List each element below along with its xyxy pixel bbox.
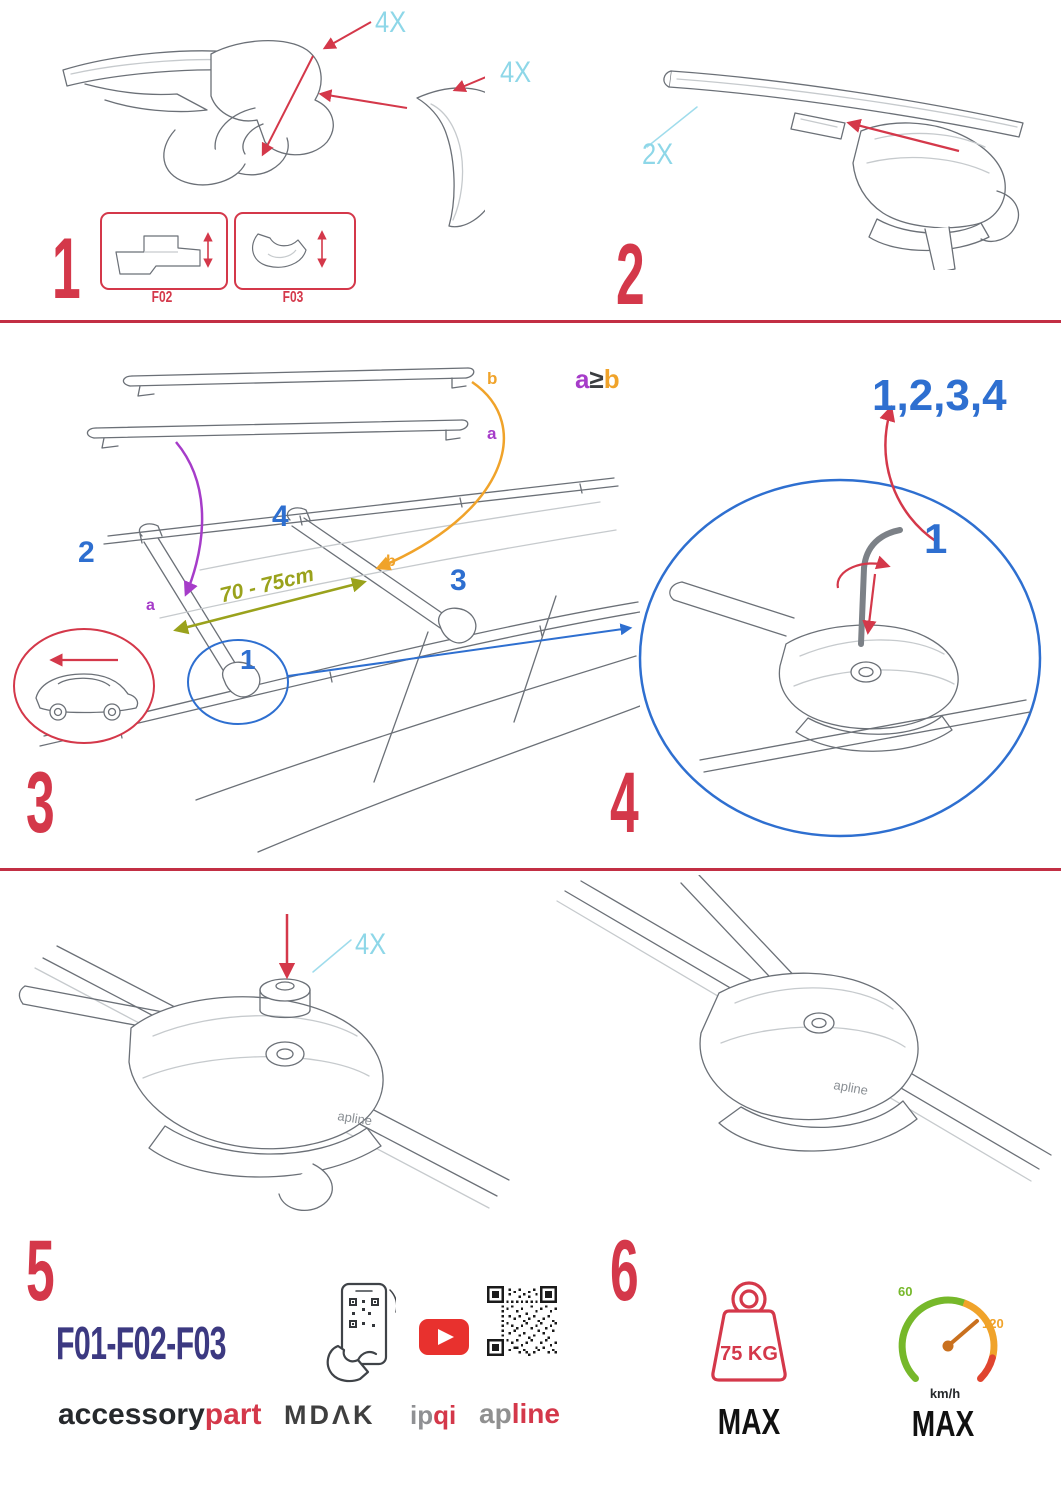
step-6-number: 6 (610, 1223, 639, 1319)
speed-unit-label: km/h (930, 1386, 960, 1401)
brand-accessory-text: accessory (58, 1398, 205, 1431)
inset-f03-label: F03 (282, 289, 304, 306)
purple-guide-curve (175, 441, 204, 597)
position-1: 1 (240, 644, 256, 675)
weight-limit-value: 75 KG (720, 1343, 778, 1365)
section-divider-top (0, 320, 1061, 323)
step-3-number: 3 (26, 755, 55, 851)
position-4: 4 (272, 500, 289, 533)
zoom-foot-bracket (778, 624, 959, 752)
brand-apline: apline (479, 1400, 560, 1428)
brand-part-text: part (204, 1398, 262, 1431)
brand-line-text: line (511, 1398, 560, 1429)
weight-limit-icon: 75 KG (711, 1281, 787, 1382)
zoom-pointer-line (287, 623, 633, 677)
step-5-number: 5 (26, 1223, 55, 1319)
sequence-start-label: 1 (924, 515, 948, 562)
step-1-number: 1 (52, 221, 81, 317)
bracket-logo-text: apline (337, 1108, 374, 1128)
brand-qi-text: qi (433, 1400, 457, 1430)
step-4-number: 4 (610, 755, 639, 851)
tighten-arrows (836, 555, 891, 635)
zoom-target-circle (187, 639, 289, 725)
bar-b-label: b (487, 369, 498, 388)
distance-arrow (173, 577, 367, 635)
step1-red-arrows (261, 21, 485, 157)
speed-max-label: MAX (911, 1403, 975, 1444)
qty-label-caps: 4X (355, 928, 387, 961)
cover-cap (259, 978, 311, 1019)
step6-finished-bracket-drawing: apline (556, 875, 1052, 1182)
roof-b-label: b (386, 553, 396, 570)
step1-exploded-clamp-drawing (62, 21, 485, 228)
step5-cap-install-drawing: apline (18, 914, 510, 1211)
inset-f02 (100, 212, 228, 290)
length-rule: a≥b (575, 366, 620, 392)
step2-crossbar-drawing (646, 70, 1024, 270)
step-2-number: 2 (616, 227, 645, 323)
mounted-crossbar-front (138, 523, 261, 698)
section-divider-bottom (0, 868, 1061, 871)
roof-a-label: a (146, 597, 155, 614)
inset-f03-sketch (251, 230, 327, 268)
speed-orange-value: 120 (982, 1316, 1004, 1331)
qty-label-clamp: 4X (375, 6, 407, 39)
phone-scan-icon (326, 1282, 396, 1383)
qty-pointer-line (312, 939, 352, 973)
rule-b: b (603, 364, 620, 394)
model-codes: F01-F02-F03 (56, 1317, 227, 1369)
loose-crossbar-b (122, 367, 475, 397)
foot-bracket-closed (699, 972, 919, 1152)
position-2: 2 (78, 536, 95, 569)
foot-bracket-open (128, 996, 384, 1211)
rule-sign: ≥ (589, 364, 604, 394)
inset-f03 (234, 212, 356, 290)
tighten-sequence-label: 1,2,3,4 (872, 371, 1007, 420)
step3-roof-layout-drawing (13, 367, 640, 853)
car-direction-inset (13, 628, 155, 744)
qr-code-icon (487, 1286, 557, 1356)
youtube-icon (419, 1319, 469, 1355)
brand-ipqi: ipqi (410, 1402, 456, 1428)
orange-guide-curve (375, 380, 506, 571)
brand-mdak: MDΛK (284, 1400, 376, 1430)
gauge-needle (946, 1319, 979, 1348)
bracket-logo-text: apline (832, 1077, 869, 1098)
position-3: 3 (450, 564, 467, 597)
crossbar-end-assembly (62, 39, 485, 228)
speedometer-icon: 60 120 km/h (898, 1284, 1004, 1401)
qty-label-bars: 2X (642, 138, 674, 171)
speed-green-value: 60 (898, 1284, 912, 1299)
insert-direction-arrow (846, 118, 960, 153)
mounted-crossbar-rear (286, 507, 477, 644)
brand-ip-text: ip (410, 1400, 434, 1430)
sequence-arrow (879, 404, 938, 544)
zoom-circle (638, 478, 1042, 838)
qty-pointer-line (646, 106, 698, 148)
cover-cap-part (416, 87, 485, 228)
weight-max-label: MAX (717, 1401, 781, 1442)
foot-bracket (852, 122, 1020, 270)
phone-qr-pattern (349, 1298, 379, 1328)
loose-crossbar-a (86, 419, 469, 449)
play-icon (438, 1329, 454, 1345)
rule-a: a (575, 364, 590, 394)
qty-label-cover: 4X (500, 56, 532, 89)
step4-zoom-drawing (638, 478, 1042, 838)
aero-bar (668, 70, 1024, 138)
inset-f02-sketch (115, 232, 213, 275)
car-body-lines (195, 595, 640, 853)
bar-a-label: a (487, 424, 497, 443)
inset-f02-label: F02 (151, 289, 173, 306)
brand-accessorypart: accessorypart (58, 1400, 261, 1430)
brand-ap-text: ap (479, 1398, 512, 1429)
